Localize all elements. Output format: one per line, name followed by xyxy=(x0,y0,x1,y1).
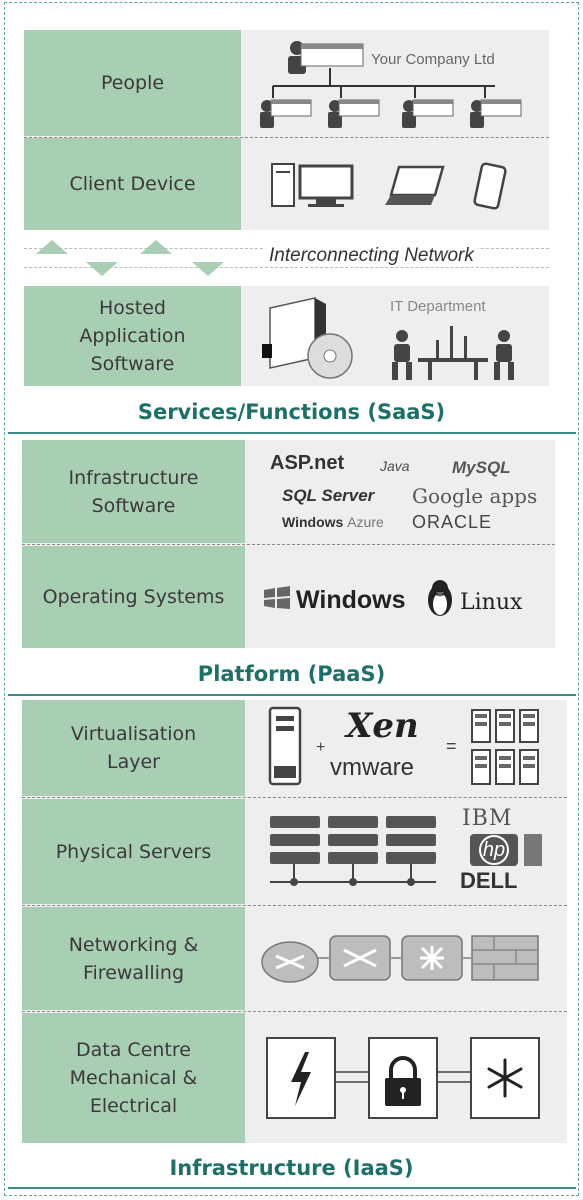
hosted-application-label: Hosted Application Software xyxy=(24,286,241,386)
diagram-frame xyxy=(4,2,579,1196)
svg-text:=: = xyxy=(446,736,457,756)
svg-text:+: + xyxy=(316,739,325,756)
it-meeting-icon xyxy=(392,326,514,380)
linux-penguin-icon xyxy=(428,580,452,616)
iaas-separator-1 xyxy=(22,797,567,798)
software-box-icon xyxy=(262,297,353,379)
client-device-label: Client Device xyxy=(24,138,241,230)
it-department-label: IT Department xyxy=(390,298,486,315)
oracle-logo: ORACLE xyxy=(412,512,493,532)
mysql-logo: MySQL xyxy=(452,458,511,477)
sqlserver-logo: SQL Server xyxy=(282,486,375,505)
server-rack-icon xyxy=(270,816,436,886)
virtualisation-layer-label: Virtualisation Layer xyxy=(22,700,245,796)
hp-logo: hp xyxy=(470,834,518,866)
saas-title: Services/Functions (SaaS) xyxy=(137,400,446,424)
network-devices-icon xyxy=(261,935,539,983)
windows-azure-name: Windows xyxy=(282,514,344,530)
xen-logo: Xen xyxy=(346,706,419,746)
paas-divider xyxy=(8,694,576,696)
network-label: Interconnecting Network xyxy=(265,245,478,267)
tablet-icon xyxy=(473,162,507,210)
dell-logo: DELL xyxy=(460,868,518,893)
infrastructure-software-label: Infrastructure Software xyxy=(22,440,245,543)
network-arrows-icon xyxy=(36,240,224,276)
paas-title: Platform (PaaS) xyxy=(197,662,386,686)
operating-systems-label: Operating Systems xyxy=(22,546,245,648)
google-apps-logo: Google apps xyxy=(412,484,538,508)
saas-divider xyxy=(8,432,576,434)
data-centre-label: Data Centre Mechanical & Electrical xyxy=(22,1013,245,1143)
saas-separator-1 xyxy=(24,137,549,138)
windows-flag-icon xyxy=(264,586,290,609)
network-line-bottom xyxy=(24,267,549,268)
java-logo: Java xyxy=(380,458,410,474)
hp-logo-text: hp xyxy=(479,835,509,865)
windows-logo: Windows xyxy=(296,586,406,614)
data-centre-icons xyxy=(266,1037,540,1119)
virtual-servers-icon: = xyxy=(446,709,539,785)
azure-name: Azure xyxy=(347,514,384,530)
iaas-separator-2 xyxy=(22,905,567,906)
vmware-logo: vmware xyxy=(330,754,415,781)
host-server-icon: + xyxy=(268,706,325,786)
ibm-logo: IBM xyxy=(462,806,513,831)
desktop-computer-icon xyxy=(271,163,354,207)
iaas-separator-3 xyxy=(22,1011,567,1012)
sun-logo xyxy=(524,834,542,866)
aspnet-logo: ASP.net xyxy=(270,452,345,474)
org-chart-icon xyxy=(260,41,522,128)
laptop-icon xyxy=(385,165,445,205)
people-label: People xyxy=(24,30,241,136)
company-name: Your Company Ltd xyxy=(371,51,495,68)
linux-logo: Linux xyxy=(460,590,523,615)
networking-firewalling-label: Networking & Firewalling xyxy=(22,907,245,1010)
iaas-title: Infrastructure (IaaS) xyxy=(169,1156,414,1180)
physical-servers-label: Physical Servers xyxy=(22,799,245,904)
windows-azure-logo: Windows Azure xyxy=(282,514,384,530)
iaas-bottom-line xyxy=(8,1187,576,1189)
paas-separator xyxy=(22,544,555,545)
